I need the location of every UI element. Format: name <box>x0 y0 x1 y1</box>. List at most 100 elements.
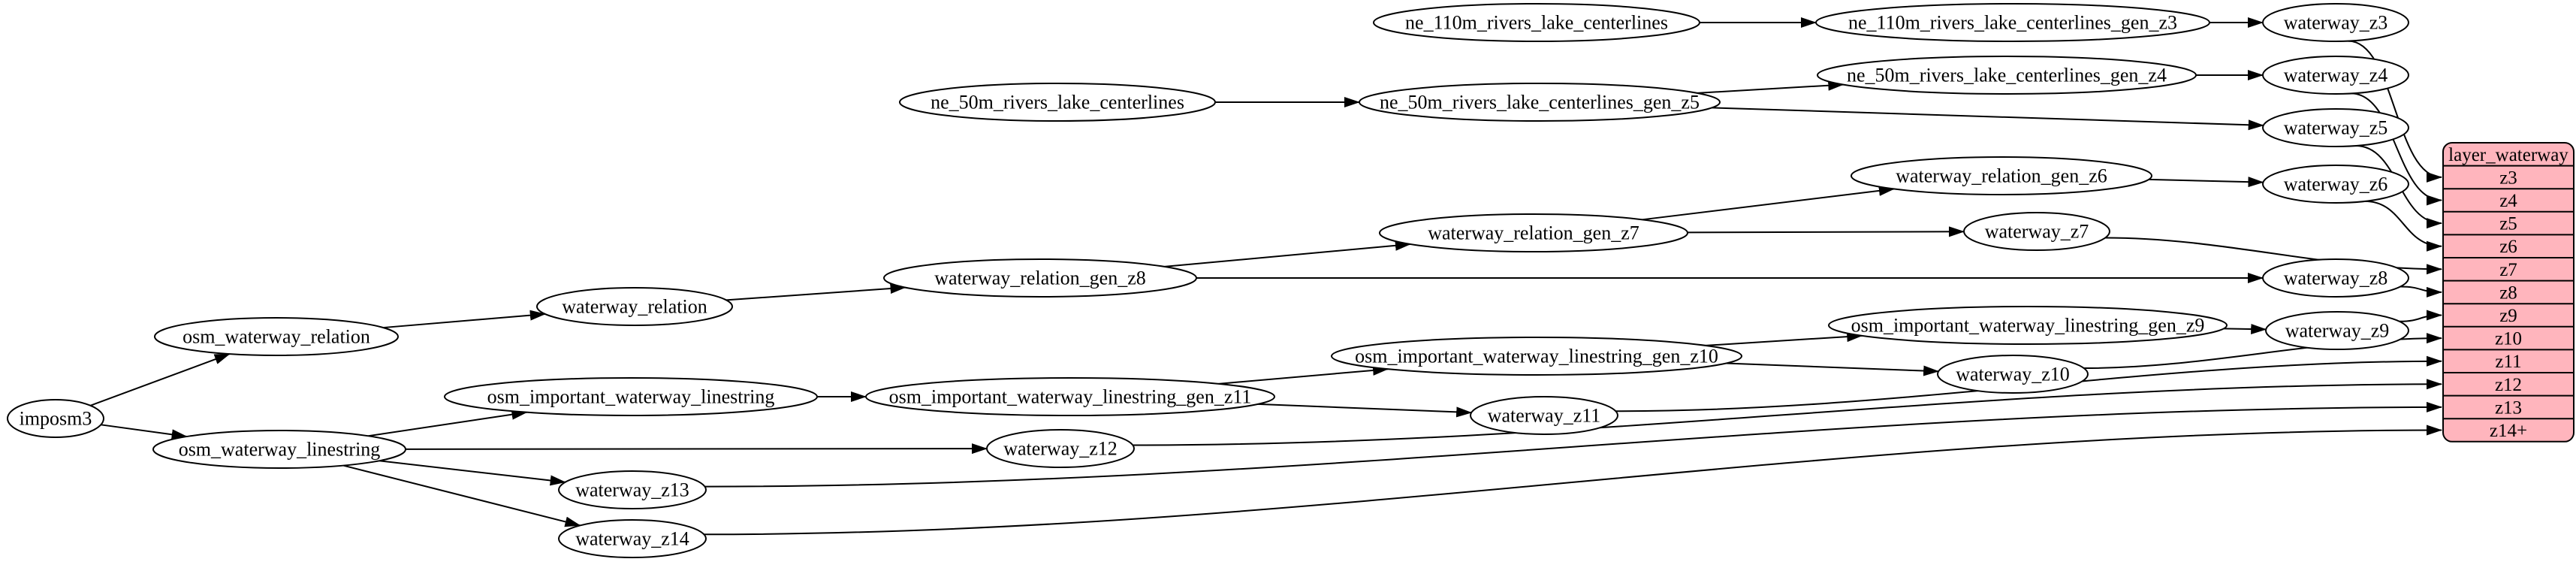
node-waterway_z4-shape <box>2262 56 2409 95</box>
table-row-z4: z4 <box>2499 191 2517 211</box>
node-osm_waterway_linestring: osm_waterway_linestring <box>152 430 406 469</box>
node-ne_110m_rivers_lake_centerlines: ne_110m_rivers_lake_centerlines <box>1373 3 1700 42</box>
node-osm_waterway_linestring-label: osm_waterway_linestring <box>179 439 381 461</box>
edge-imposm3-to-osm_waterway_relation <box>90 353 231 406</box>
table-row-z12: z12 <box>2495 375 2522 395</box>
node-ne_50m_rivers_lake_centerlines: ne_50m_rivers_lake_centerlines <box>899 83 1216 122</box>
node-osm_waterway_relation-label: osm_waterway_relation <box>182 326 370 348</box>
node-ne_110m_rivers_lake_centerlines_gen_z3-label: ne_110m_rivers_lake_centerlines_gen_z3 <box>1848 12 2177 34</box>
edge-osm_important_waterway_linestring_gen_z10-to-osm_important_waterway_linestring_gen_z9 <box>1706 331 1863 346</box>
table-row-z10: z10 <box>2495 329 2522 349</box>
table-row-z11: z11 <box>2495 352 2521 372</box>
node-waterway_relation_gen_z8: waterway_relation_gen_z8 <box>883 258 1197 298</box>
table-row-z8: z8 <box>2499 282 2517 303</box>
node-waterway_z7-shape <box>1963 212 2110 251</box>
edge-waterway_z13-to-layer_waterway-z13 <box>704 401 2442 488</box>
node-waterway_relation_gen_z8-label: waterway_relation_gen_z8 <box>934 267 1146 289</box>
node-osm_waterway_relation: osm_waterway_relation <box>154 317 399 356</box>
node-waterway_relation_gen_z7: waterway_relation_gen_z7 <box>1379 213 1688 252</box>
edge-ne_50m_rivers_lake_centerlines_gen_z5-to-waterway_z5 <box>1712 107 2264 131</box>
node-waterway_z3: waterway_z3 <box>2262 3 2409 42</box>
table-row-z5: z5 <box>2499 214 2517 234</box>
node-osm_important_waterway_linestring_gen_z10: osm_important_waterway_linestring_gen_z1… <box>1331 337 1742 376</box>
node-osm_important_waterway_linestring-shape <box>444 377 818 416</box>
node-osm_important_waterway_linestring_gen_z10-label: osm_important_waterway_linestring_gen_z1… <box>1355 346 1718 367</box>
node-waterway_z6-shape <box>2262 165 2409 204</box>
edge-imposm3-to-osm_waterway_linestring <box>101 424 188 440</box>
node-waterway_z10: waterway_z10 <box>1937 355 2089 394</box>
node-imposm3-shape <box>7 399 104 438</box>
node-osm_waterway_relation-shape <box>154 317 399 356</box>
node-imposm3: imposm3 <box>7 399 104 438</box>
edge-waterway_relation-to-waterway_relation_gen_z8 <box>726 283 906 301</box>
node-waterway_z10-label: waterway_z10 <box>1956 364 2070 385</box>
node-waterway_relation-shape <box>536 287 733 326</box>
node-ne_50m_rivers_lake_centerlines_gen_z5: ne_50m_rivers_lake_centerlines_gen_z5 <box>1359 83 1721 122</box>
edge-waterway_relation_gen_z6-to-waterway_z6 <box>2149 177 2264 188</box>
node-waterway_relation_gen_z6: waterway_relation_gen_z6 <box>1851 156 2152 195</box>
node-waterway_z11: waterway_z11 <box>1470 396 1618 435</box>
node-ne_110m_rivers_lake_centerlines_gen_z3-shape <box>1815 3 2210 42</box>
layer-waterway-table: layer_waterwayz3z4z5z6z7z8z9z10z11z12z13… <box>2442 142 2574 443</box>
node-waterway_z10-shape <box>1937 355 2089 394</box>
node-ne_50m_rivers_lake_centerlines_gen_z4: ne_50m_rivers_lake_centerlines_gen_z4 <box>1817 56 2197 95</box>
node-waterway_relation_gen_z7-label: waterway_relation_gen_z7 <box>1428 222 1639 244</box>
edge-osm_waterway_linestring-to-osm_important_waterway_linestring <box>368 409 528 437</box>
edge-waterway_z9-to-layer_waterway-z9 <box>2399 310 2442 322</box>
node-waterway_z3-shape <box>2262 3 2409 42</box>
node-waterway_z12-shape <box>986 429 1135 468</box>
edge-waterway_relation_gen_z7-to-waterway_relation_gen_z6 <box>1642 185 1895 221</box>
node-waterway_z9-label: waterway_z9 <box>2285 320 2390 342</box>
table-row-z6: z6 <box>2499 237 2517 257</box>
node-osm_important_waterway_linestring_gen_z9: osm_important_waterway_linestring_gen_z9 <box>1828 306 2228 345</box>
node-waterway_z4: waterway_z4 <box>2262 56 2409 95</box>
node-waterway_z11-shape <box>1470 396 1618 435</box>
node-osm_important_waterway_linestring-label: osm_important_waterway_linestring <box>487 386 775 408</box>
node-waterway_z8: waterway_z8 <box>2262 258 2409 298</box>
node-waterway_z3-label: waterway_z3 <box>2284 12 2388 34</box>
node-ne_50m_rivers_lake_centerlines-label: ne_50m_rivers_lake_centerlines <box>931 92 1184 113</box>
table-row-z3: z3 <box>2499 168 2517 188</box>
node-imposm3-label: imposm3 <box>20 408 92 430</box>
edge-waterway_z3-to-layer_waterway-z3 <box>2348 40 2442 183</box>
node-waterway_relation_gen_z6-label: waterway_relation_gen_z6 <box>1896 165 2107 187</box>
edge-waterway_z12-to-layer_waterway-z12 <box>1133 379 2442 446</box>
node-waterway_z12: waterway_z12 <box>986 429 1135 468</box>
node-waterway_z14: waterway_z14 <box>558 519 707 558</box>
edge-waterway_z8-to-layer_waterway-z8 <box>2400 286 2442 298</box>
node-waterway_z5: waterway_z5 <box>2262 108 2409 147</box>
edge-osm_important_waterway_linestring_gen_z11-to-waterway_z11 <box>1257 403 1473 418</box>
edge-waterway_z6-to-layer_waterway-z6 <box>2365 200 2442 252</box>
node-waterway_relation: waterway_relation <box>536 287 733 326</box>
layer-waterway-table-frame <box>2442 142 2574 443</box>
node-ne_50m_rivers_lake_centerlines_gen_z4-shape <box>1817 56 2197 95</box>
node-waterway_relation_gen_z7-shape <box>1379 213 1688 252</box>
node-osm_important_waterway_linestring_gen_z10-shape <box>1331 337 1742 376</box>
node-ne_50m_rivers_lake_centerlines_gen_z4-label: ne_50m_rivers_lake_centerlines_gen_z4 <box>1847 65 2167 86</box>
node-layer: imposm3 osm_waterway_relation osm_waterway… <box>7 3 2409 558</box>
edge-waterway_z4-to-layer_waterway-z4 <box>2351 92 2442 206</box>
node-waterway_z12-label: waterway_z12 <box>1003 438 1118 460</box>
table-row-z9: z9 <box>2499 306 2517 326</box>
edge-waterway_relation_gen_z8-to-waterway_relation_gen_z7 <box>1164 240 1411 267</box>
node-waterway_z8-label: waterway_z8 <box>2284 267 2388 289</box>
node-waterway_z4-label: waterway_z4 <box>2284 65 2388 86</box>
node-waterway_z13: waterway_z13 <box>558 470 707 509</box>
node-ne_50m_rivers_lake_centerlines-shape <box>899 83 1216 122</box>
edge-waterway_z7-to-layer_waterway-z7 <box>2105 237 2442 275</box>
edge-waterway_relation_gen_z7-to-waterway_z7 <box>1687 226 1965 237</box>
edge-osm_important_waterway_linestring_gen_z10-to-waterway_z10 <box>1726 362 1940 376</box>
table-row-z14+: z14+ <box>2490 421 2527 441</box>
node-waterway_relation-label: waterway_relation <box>562 296 707 318</box>
node-ne_50m_rivers_lake_centerlines_gen_z5-label: ne_50m_rivers_lake_centerlines_gen_z5 <box>1380 92 1700 113</box>
node-waterway_z11-label: waterway_z11 <box>1488 405 1601 427</box>
node-waterway_z7: waterway_z7 <box>1963 212 2110 251</box>
node-ne_110m_rivers_lake_centerlines-label: ne_110m_rivers_lake_centerlines <box>1405 12 1668 34</box>
node-waterway_z6-label: waterway_z6 <box>2284 174 2388 195</box>
edge-waterway_z14-to-layer_waterway-z14+ <box>704 425 2442 536</box>
node-osm_important_waterway_linestring_gen_z11-label: osm_important_waterway_linestring_gen_z1… <box>889 386 1252 408</box>
node-osm_waterway_linestring-shape <box>152 430 406 469</box>
node-ne_50m_rivers_lake_centerlines_gen_z5-shape <box>1359 83 1721 122</box>
